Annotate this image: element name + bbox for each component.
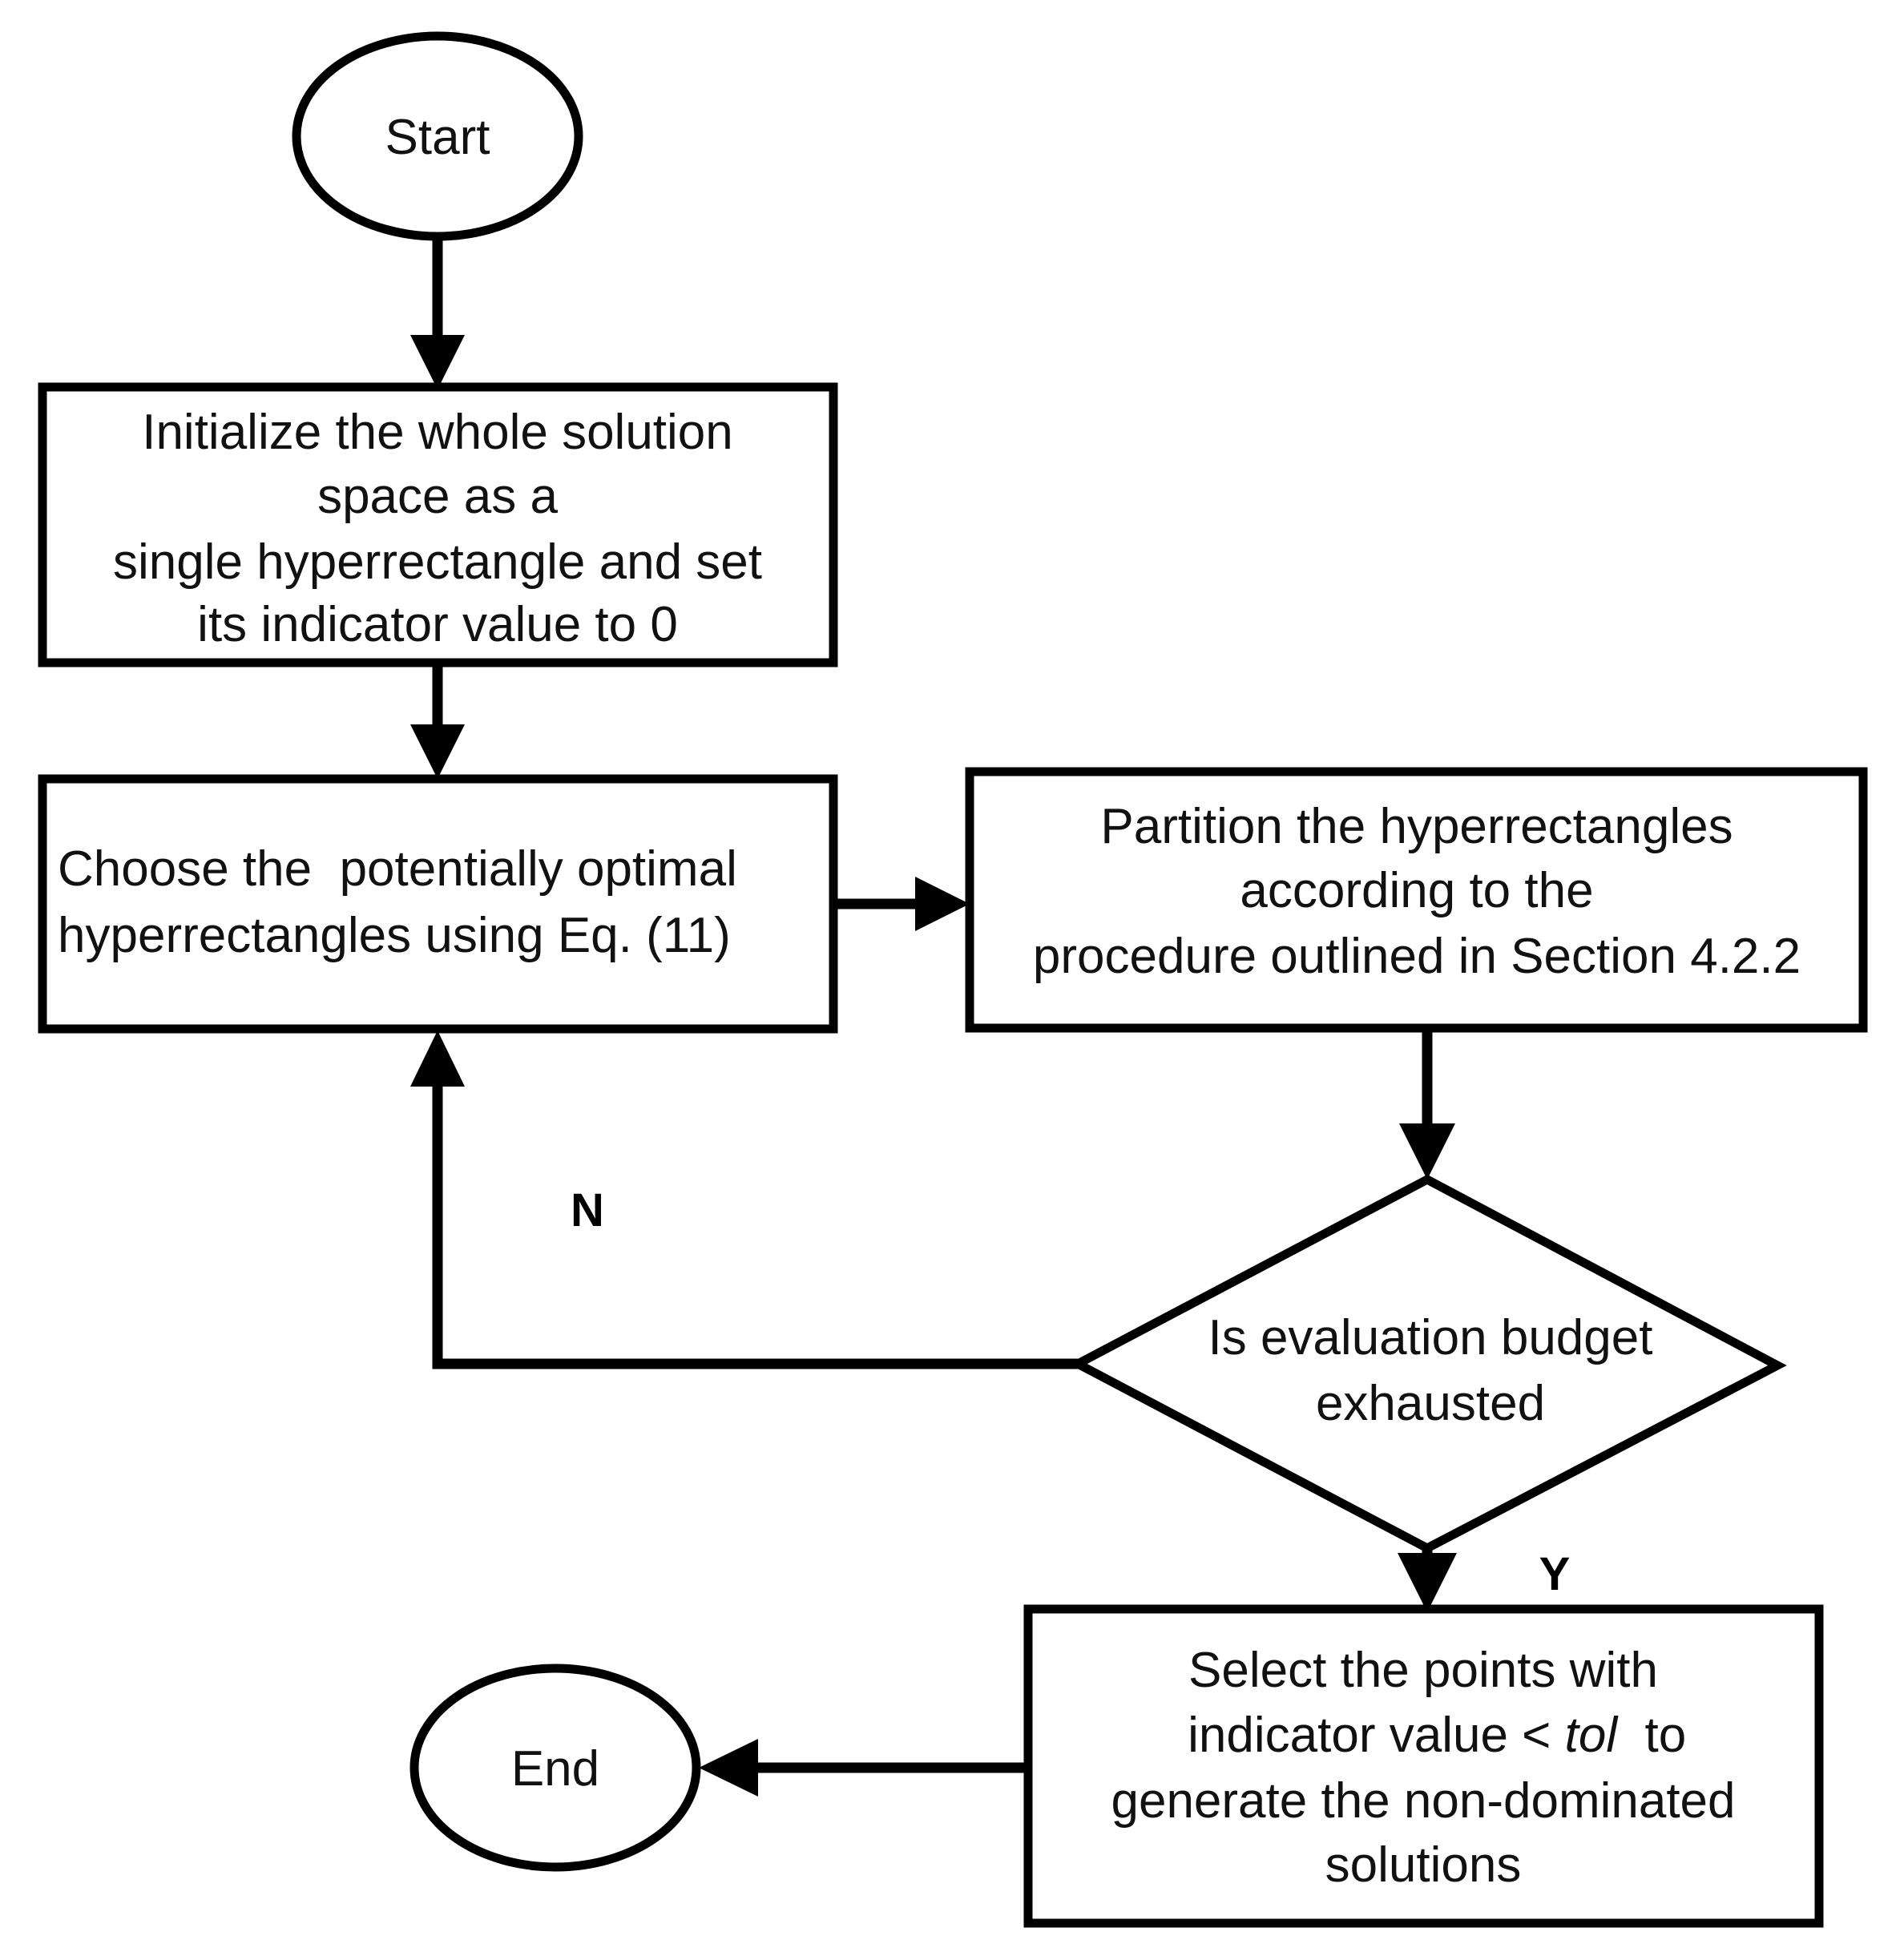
branch-label-yes: Y — [1539, 1548, 1571, 1600]
select-line-2: indicator value < tol to — [1063, 1708, 1783, 1763]
edge-decision-yes-to-select — [1398, 1548, 1457, 1612]
edge-select-to-end — [699, 1739, 1028, 1797]
initialize-line-4: its indicator value to 0 — [197, 597, 678, 652]
arrowhead-icon — [1399, 1123, 1455, 1180]
start-label: Start — [385, 110, 490, 165]
branch-label-no: N — [571, 1184, 604, 1236]
initialize-line-1: Initialize the whole solution — [142, 405, 733, 460]
arrowhead-icon — [410, 724, 465, 779]
edge-decision-no-to-choose — [410, 1030, 1078, 1369]
end-label: End — [511, 1741, 599, 1797]
arrowhead-icon — [410, 1030, 465, 1087]
node-end[interactable]: End — [409, 1664, 701, 1872]
edge-line — [432, 1066, 1078, 1369]
choose-box[interactable] — [38, 774, 838, 1034]
partition-box[interactable] — [965, 767, 1868, 1033]
partition-line-1: Partition the hyperrectangles — [1100, 799, 1733, 854]
arrowhead-icon — [915, 877, 970, 931]
select-line-2-italic: tol — [1565, 1708, 1620, 1763]
select-line-1: Select the points with — [1188, 1643, 1658, 1698]
select-line-2-prefix: indicator value < — [1188, 1708, 1564, 1763]
select-line-2-suffix: to — [1617, 1708, 1686, 1763]
decision-diamond[interactable] — [1068, 1174, 1787, 1554]
edge-choose-to-partition — [833, 877, 970, 931]
select-box[interactable] — [1023, 1604, 1824, 1928]
select-line-3: generate the non-dominated — [1111, 1773, 1735, 1829]
decision-line-1: Is evaluation budget — [1208, 1310, 1653, 1365]
initialize-line-2: space as a — [317, 469, 558, 524]
arrowhead-icon — [1398, 1553, 1457, 1612]
initialize-line-3: single hyperrectangle and set — [113, 534, 762, 590]
node-choose[interactable]: Choose the potentially optimal hyperrect… — [38, 774, 838, 1034]
node-select[interactable]: Select the points with indicator value <… — [1023, 1604, 1824, 1928]
select-line-4: solutions — [1325, 1837, 1522, 1893]
edge-initialize-to-choose — [410, 663, 465, 779]
decision-line-2: exhausted — [1316, 1376, 1545, 1431]
partition-line-2: according to the — [1240, 863, 1593, 918]
edge-partition-to-decision — [1399, 1030, 1455, 1180]
node-partition[interactable]: Partition the hyperrectangles according … — [965, 767, 1868, 1033]
end-ellipse[interactable] — [409, 1664, 701, 1872]
edge-start-to-initialize — [410, 236, 465, 389]
start-ellipse[interactable] — [292, 31, 583, 241]
node-initialize[interactable]: Initialize the whole solution space as a… — [38, 382, 838, 667]
node-start[interactable]: Start — [292, 31, 583, 241]
choose-line-1: Choose the potentially optimal — [58, 841, 737, 897]
arrowhead-icon — [699, 1739, 758, 1797]
node-decision[interactable]: Is evaluation budget exhausted — [1068, 1174, 1787, 1554]
initialize-box[interactable] — [38, 382, 838, 667]
arrowhead-icon — [410, 335, 465, 389]
partition-line-3: procedure outlined in Section 4.2.2 — [1033, 929, 1801, 984]
choose-line-2: hyperrectangles using Eq. (11) — [58, 908, 731, 963]
